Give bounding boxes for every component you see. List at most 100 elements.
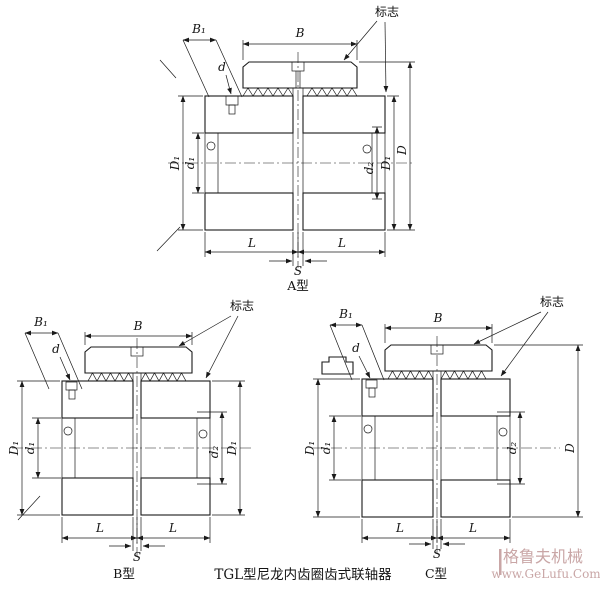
drawing-caption: TGL型尼龙内齿圈齿式联轴器	[214, 567, 392, 583]
d-leader	[59, 356, 71, 381]
mark-label: 标志	[230, 299, 254, 313]
left-hub-upper-section	[361, 378, 434, 417]
bolt-shank	[228, 104, 236, 115]
mark-leader-2	[205, 315, 239, 379]
gear-teeth-right	[306, 87, 358, 97]
extension-lines	[313, 324, 583, 549]
mark-leader-2	[383, 21, 389, 93]
right-hub-upper-section	[140, 380, 211, 419]
dim-d1-label: d₁	[319, 442, 333, 455]
right-hub-lower-section	[440, 479, 511, 518]
dim-D1-left-label: D₁	[303, 441, 317, 456]
dim-L-left-label: L	[395, 521, 404, 535]
view-c-part	[312, 336, 560, 554]
view-a-title: A型	[286, 278, 309, 293]
gear-teeth-right	[440, 370, 487, 380]
view-a: B₁ B 标志 d D₁ d₁ d₂ D₁ D L L S A型	[156, 5, 415, 293]
dim-s-label: S	[294, 264, 302, 278]
mark-leader-2	[500, 311, 549, 377]
mark-leader-1	[473, 311, 542, 345]
gear-teeth-left	[387, 370, 434, 380]
dim-d2-label: d₂	[362, 162, 376, 175]
setscrew-hole-right	[498, 427, 508, 437]
view-b-title: B型	[113, 566, 135, 581]
view-c: B₁ B 标志 d D₁ d₁ d₂ D L L S C型	[303, 295, 583, 581]
bolt-head	[365, 379, 378, 389]
setscrew-hole-right	[362, 144, 372, 154]
gear-teeth-left	[87, 372, 134, 382]
view-c-dimensions: B₁ B 标志 d D₁ d₁ d₂ D L L S C型	[303, 295, 583, 581]
d-leader	[358, 355, 371, 379]
left-hub-upper-section	[61, 380, 134, 419]
mark-label: 标志	[375, 5, 399, 19]
dim-L-right-label: L	[468, 521, 477, 535]
left-hub-lower-section	[204, 192, 294, 231]
watermark-brand: 格鲁夫机械	[503, 547, 583, 566]
nylon-ring-section	[84, 346, 193, 374]
dim-d-label: d	[52, 342, 60, 356]
right-hub-upper-section	[302, 95, 386, 134]
bore-and-gap-lines	[61, 373, 211, 515]
extension-lines	[156, 39, 415, 266]
bolt-head	[225, 95, 239, 106]
bolt-shank	[68, 389, 76, 400]
bore-and-gap-lines	[204, 71, 386, 230]
watermark-url: www.GeLufu.Com	[491, 567, 600, 581]
dim-D-label: D	[395, 145, 409, 156]
bolt-head	[65, 381, 78, 391]
right-hub-upper-section	[440, 378, 511, 417]
bolt-shank	[368, 387, 376, 398]
nylon-ring-section	[384, 344, 493, 372]
dim-L-right-label: L	[337, 236, 346, 250]
dim-D-label: D	[563, 443, 577, 454]
setscrew-hole-left	[63, 426, 73, 436]
dim-L-left-label: L	[247, 236, 256, 250]
dim-D1-left-label: D₁	[168, 156, 182, 171]
dim-d2-label: d₂	[207, 446, 221, 459]
left-hub-upper-section	[204, 95, 294, 134]
mark-label: 标志	[540, 295, 564, 309]
view-b: B₁ B 标志 d D₁ d₁ d₂ D₁ L L S B型	[7, 299, 254, 581]
dim-b1-label: B₁	[191, 22, 206, 36]
dim-L-left-label: L	[95, 521, 104, 535]
dim-b-label: B	[133, 319, 143, 333]
view-a-part	[168, 52, 415, 268]
view-b-dimensions: B₁ B 标志 d D₁ d₁ d₂ D₁ L L S B型	[7, 299, 254, 581]
watermark-bar	[499, 549, 502, 575]
view-c-title: C型	[425, 566, 447, 581]
setscrew-hole-left	[363, 424, 373, 434]
right-hub-lower-section	[140, 477, 211, 516]
setscrew-hole-right	[198, 429, 208, 439]
left-hub-lower-section	[361, 479, 434, 518]
d-leader	[225, 74, 232, 95]
mark-leader-1	[343, 20, 378, 61]
mark-leader-1	[178, 315, 232, 347]
dim-d1-label: d₁	[23, 442, 37, 455]
dim-s-label: S	[433, 547, 441, 561]
gear-teeth-left	[242, 87, 294, 97]
dim-d-label: d	[218, 60, 226, 74]
left-hub-lower-section	[61, 477, 134, 516]
dim-s-label: S	[133, 550, 141, 564]
dim-b-label: B	[295, 26, 305, 40]
dim-D1-right-label: D₁	[379, 156, 393, 171]
ring-end-cap-section	[321, 356, 354, 375]
dim-d2-label: d₂	[505, 442, 519, 455]
watermark: 格鲁夫机械 www.GeLufu.Com	[491, 547, 600, 581]
dim-b1-label: B₁	[33, 315, 48, 329]
dim-d1-label: d₁	[183, 157, 197, 170]
extension-lines	[17, 332, 245, 551]
dim-D1-left-label: D₁	[7, 441, 21, 456]
setscrew-hole-left	[206, 141, 216, 151]
dim-d-label: d	[352, 341, 360, 355]
dim-L-right-label: L	[168, 521, 177, 535]
right-hub-lower-section	[302, 192, 386, 231]
bore-and-gap-lines	[361, 371, 511, 517]
view-a-dimensions: B₁ B 标志 d D₁ d₁ d₂ D₁ D L L S A型	[156, 5, 415, 293]
dim-b-label: B	[433, 311, 443, 325]
nylon-ring-section	[242, 61, 358, 89]
gear-teeth-right	[140, 372, 187, 382]
dim-D1-right-label: D₁	[225, 441, 239, 456]
